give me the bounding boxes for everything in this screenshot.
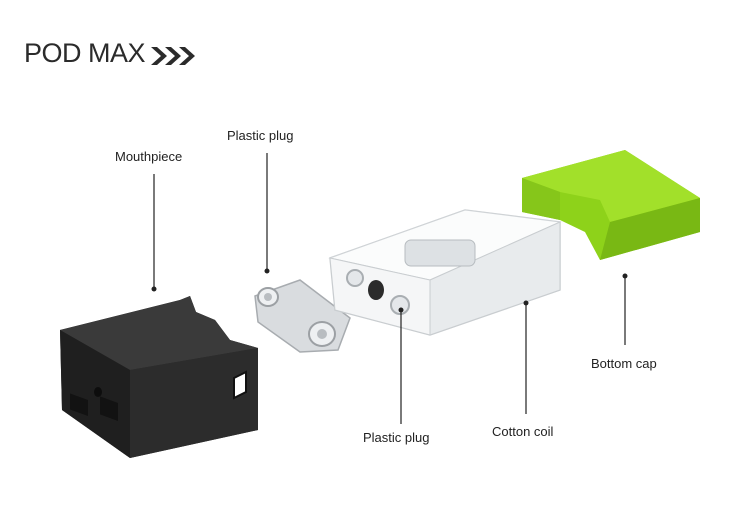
mouthpiece-part (60, 296, 258, 458)
label-plastic-plug-bottom: Plastic plug (363, 430, 430, 445)
label-plastic-plug-top: Plastic plug (227, 128, 294, 143)
label-cotton-coil: Cotton coil (492, 424, 554, 439)
label-bottom-cap: Bottom cap (591, 356, 657, 371)
bottom-cap-part (522, 150, 700, 260)
plastic-plug-part (254, 279, 351, 353)
label-mouthpiece: Mouthpiece (115, 149, 183, 164)
pod-body-part (328, 209, 562, 336)
triple-chevron-icon (151, 47, 195, 65)
leader-lines (151, 153, 628, 424)
page-title: POD MAX (24, 38, 146, 68)
